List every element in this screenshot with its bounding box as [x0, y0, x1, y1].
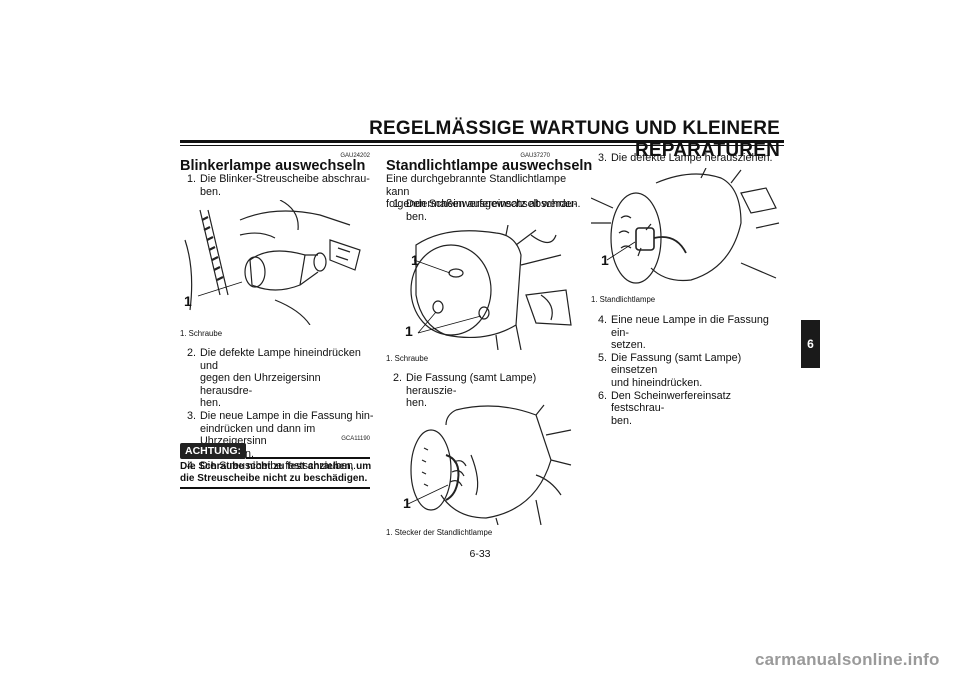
step-item: 3. Die defekte Lampe herausziehen. [591, 152, 786, 165]
watermark: carmanualsonline.info [755, 650, 940, 669]
title-rule-thin [180, 145, 784, 146]
step-text: Die Blinker-Streuscheibe abschrau- ben. [200, 173, 370, 198]
notice-rule [246, 457, 370, 459]
step-item: 5. Die Fassung (samt Lampe) einsetzen un… [591, 352, 786, 390]
headlight-screws-figure [410, 225, 572, 350]
step-item: 2. Die Fassung (samt Lampe) herauszie- h… [386, 372, 581, 410]
step-text: Die defekte Lampe herausziehen. [611, 152, 773, 164]
step-text: Den Scheinwerfereinsatz festschrau- ben. [611, 389, 732, 427]
step-text: Eine neue Lampe in die Fassung ein- setz… [611, 314, 769, 352]
step-text: Die defekte Lampe hineindrücken und gege… [200, 347, 361, 410]
section-heading: Blinkerlampe auswechseln [180, 158, 366, 174]
title-rule [180, 140, 784, 143]
figure-label: 1 [403, 495, 411, 511]
section-heading: Standlichtlampe auswechseln [386, 158, 593, 174]
step-text: Die Fassung (samt Lampe) einsetzen und h… [611, 351, 742, 389]
parking-bulb-figure [591, 168, 780, 284]
step-number: 1. [186, 173, 196, 185]
section-code: GAU37270 [520, 153, 550, 159]
notice-code: GCA11190 [341, 436, 370, 442]
socket-figure [407, 404, 572, 525]
step-item: 1. Die Blinker-Streuscheibe abschrau- be… [180, 173, 375, 198]
step-list: 1. Die Blinker-Streuscheibe abschrau- be… [180, 173, 375, 198]
figure-label: 1 [601, 252, 609, 268]
step-item: 2. Die defekte Lampe hineindrücken und g… [180, 347, 375, 410]
figure-label: 1 [411, 252, 419, 268]
notice-rule-bottom [180, 487, 370, 489]
figure-caption: 1. Schraube [180, 329, 223, 338]
step-item: 6. Den Scheinwerfereinsatz festschrau- b… [591, 390, 786, 428]
step-number: 3. [597, 152, 607, 164]
step-number: 3. [186, 409, 196, 422]
figure-caption: 1. Stecker der Standlichtlampe [386, 528, 493, 537]
step-text: Den Scheinwerfereinsatz abschrau- ben. [406, 198, 578, 223]
step-number: 4. [186, 460, 196, 473]
figure-label: 1 [405, 323, 413, 339]
figure-label: 1 [184, 293, 192, 309]
step-number: 5. [597, 351, 607, 364]
step-list: 2. Die Fassung (samt Lampe) herauszie- h… [386, 372, 581, 410]
step-number: 2. [186, 347, 196, 359]
step-text: Die Streuscheibe festschrauben. [200, 460, 357, 473]
step-text: Die Fassung (samt Lampe) herauszie- hen. [406, 372, 537, 410]
step-number: 1. [392, 198, 402, 210]
intro-text: Eine durchgebrannte Standlichtlampe kann… [386, 173, 581, 211]
step-number: 2. [392, 372, 402, 384]
step-list: 3. Die defekte Lampe herausziehen. [591, 152, 786, 165]
step-list: 4. Eine neue Lampe in die Fassung ein- s… [591, 314, 786, 427]
notice-label: ACHTUNG: [180, 443, 246, 459]
step-item: 1. Den Scheinwerfereinsatz abschrau- ben… [386, 198, 581, 223]
page-number: 6-33 [469, 548, 491, 560]
figure-caption: 1. Schraube [386, 354, 429, 363]
step-item: 4. Eine neue Lampe in die Fassung ein- s… [591, 314, 786, 352]
step-number: 6. [597, 389, 607, 402]
section-code: GAU24202 [340, 153, 370, 159]
notice-text: Die Schraube nicht zu fest anziehen, um … [180, 461, 372, 485]
step-number: 4. [597, 314, 607, 326]
turn-signal-figure [184, 200, 361, 325]
step-list: 1. Den Scheinwerfereinsatz abschrau- ben… [386, 198, 581, 223]
chapter-tab[interactable]: 6 [801, 320, 820, 368]
figure-caption: 1. Standlichtlampe [591, 295, 656, 304]
step-item: 4. Die Streuscheibe festschrauben. [180, 460, 375, 473]
